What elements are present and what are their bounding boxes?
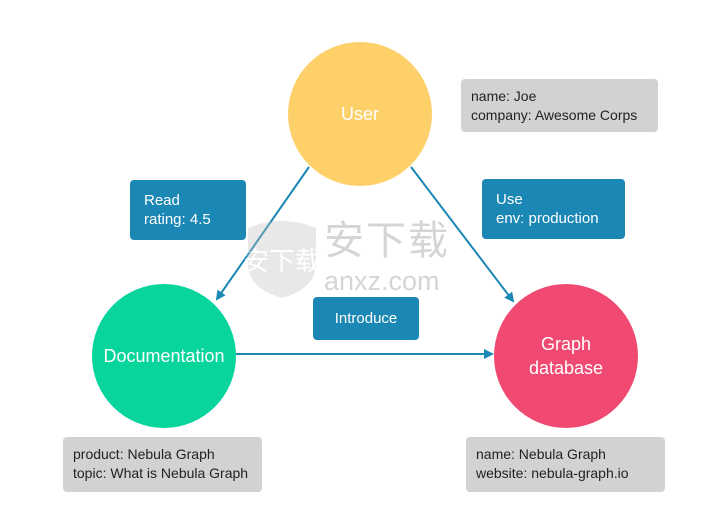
property-graph-database-website: website: nebula-graph.io bbox=[476, 465, 629, 481]
edge-read-property: rating: 4.5 bbox=[144, 211, 211, 228]
node-graph-database-label-line2: database bbox=[528, 358, 604, 378]
properties-documentation: product: Nebula Graph topic: What is Neb… bbox=[63, 437, 262, 492]
properties-user: name: Joe company: Awesome Corps bbox=[461, 79, 658, 132]
shield-icon: 安下载 bbox=[243, 221, 321, 298]
node-documentation-label: Documentation bbox=[103, 346, 225, 366]
watermark-shield-glyph: 安下载 bbox=[244, 247, 321, 277]
node-documentation[interactable]: Documentation bbox=[92, 284, 236, 428]
node-graph-database[interactable]: Graph database bbox=[494, 284, 638, 428]
properties-graph-database: name: Nebula Graph website: nebula-graph… bbox=[466, 437, 665, 492]
property-documentation-product: product: Nebula Graph bbox=[73, 446, 215, 462]
node-user-label: User bbox=[340, 104, 379, 124]
watermark-subtext: anxz.com bbox=[324, 266, 440, 296]
property-graph-database-name: name: Nebula Graph bbox=[476, 446, 606, 462]
edge-label-use[interactable]: Use env: production bbox=[482, 179, 625, 239]
edge-label-introduce[interactable]: Introduce bbox=[313, 297, 419, 340]
edge-read-arrow bbox=[215, 166, 310, 301]
property-user-company: company: Awesome Corps bbox=[471, 107, 638, 123]
edge-read-name: Read bbox=[144, 192, 180, 209]
edge-introduce-name: Introduce bbox=[334, 310, 398, 327]
node-graph-database-label-line1: Graph bbox=[540, 334, 591, 354]
edge-use-arrow bbox=[410, 166, 515, 303]
edge-use-property: env: production bbox=[496, 210, 599, 227]
watermark-text: 安下载 bbox=[324, 219, 450, 263]
property-user-name: name: Joe bbox=[471, 88, 537, 104]
node-user[interactable]: User bbox=[288, 42, 432, 186]
watermark-logo: 安下载 安下载 anxz.com bbox=[243, 214, 464, 300]
property-documentation-topic: topic: What is Nebula Graph bbox=[73, 465, 249, 481]
edge-label-read[interactable]: Read rating: 4.5 bbox=[130, 180, 246, 240]
edge-use-name: Use bbox=[496, 191, 523, 208]
